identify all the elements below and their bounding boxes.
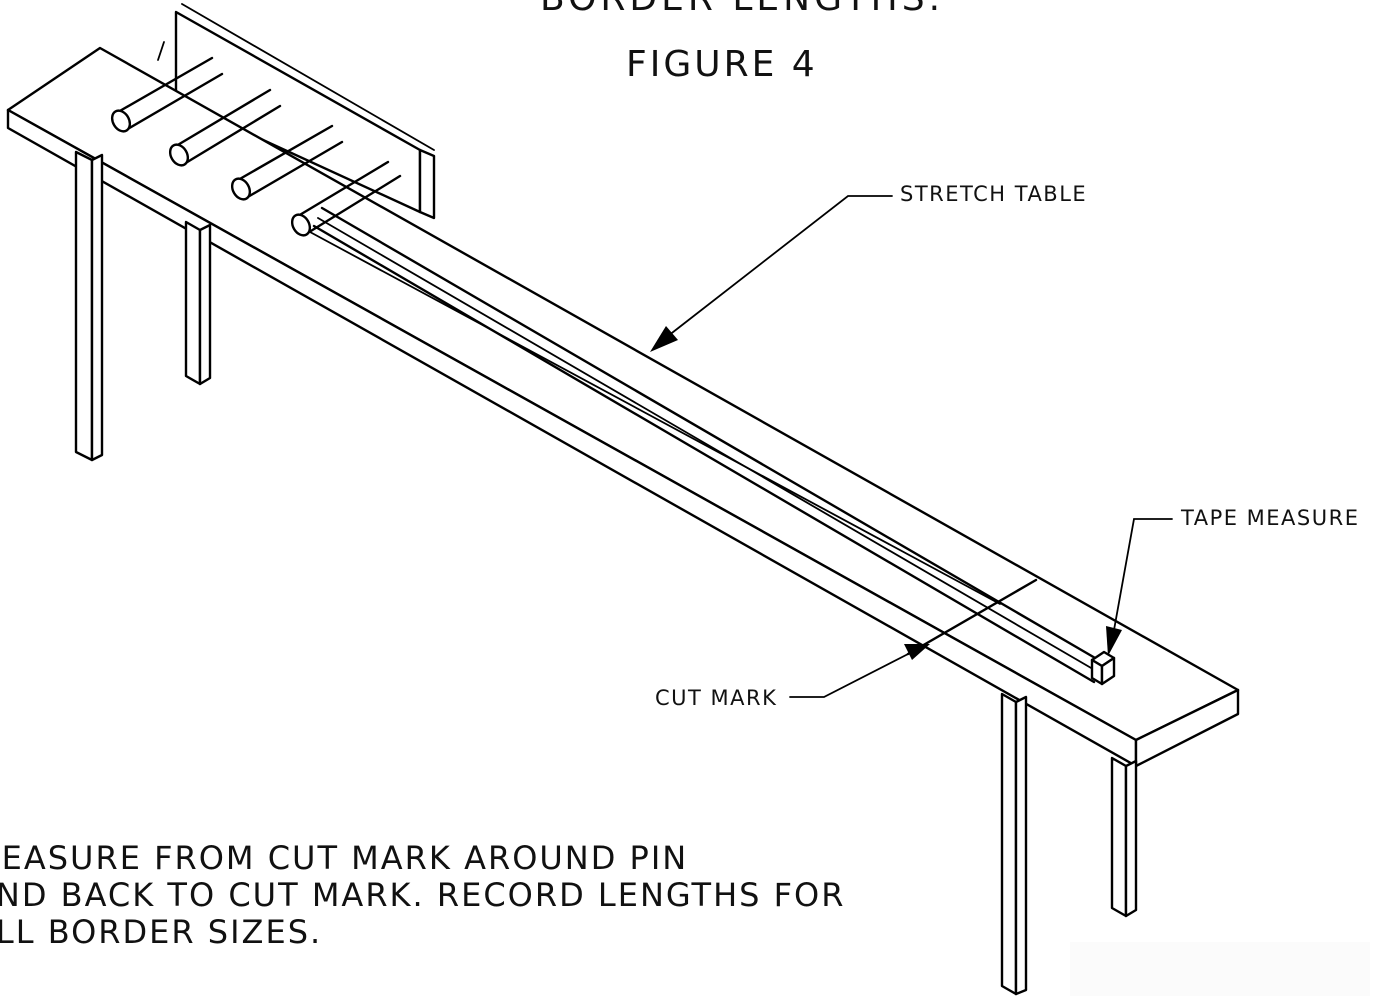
heading-partial: BORDER LENGTHS. — [540, 0, 944, 19]
leg-front-right — [1000, 692, 1028, 996]
table-legs — [74, 150, 1138, 996]
pin-2 — [168, 88, 282, 167]
stretch-table-leader — [650, 195, 893, 352]
pin-1 — [110, 56, 224, 133]
label-cut-mark: CUT MARK — [655, 686, 778, 710]
pin-4 — [290, 160, 402, 237]
label-tape-measure: TAPE MEASURE — [1181, 506, 1360, 530]
note-line-3: ALL BORDER SIZES. — [0, 913, 323, 951]
note-line-2: AND BACK TO CUT MARK. RECORD LENGTHS FOR — [0, 876, 846, 914]
pin-3 — [230, 124, 344, 201]
leg-front-left — [74, 150, 104, 462]
leg-back-left — [184, 220, 212, 386]
label-stretch-table: STRETCH TABLE — [900, 182, 1088, 206]
leg-back-right — [1110, 756, 1138, 918]
tape-measure-block — [1090, 650, 1116, 686]
note-line-1: MEASURE FROM CUT MARK AROUND PIN — [0, 839, 689, 877]
instruction-note: MEASURE FROM CUT MARK AROUND PIN AND BAC… — [0, 840, 845, 951]
table-rail — [309, 206, 1104, 684]
figure-title: FIGURE 4 — [626, 44, 818, 85]
back-board — [157, 3, 436, 220]
cut-mark-line — [906, 578, 1038, 656]
corner-patch — [1070, 942, 1370, 996]
pins — [110, 56, 402, 237]
tape-measure-leader — [1106, 518, 1173, 656]
cut-mark-leader — [789, 644, 930, 698]
